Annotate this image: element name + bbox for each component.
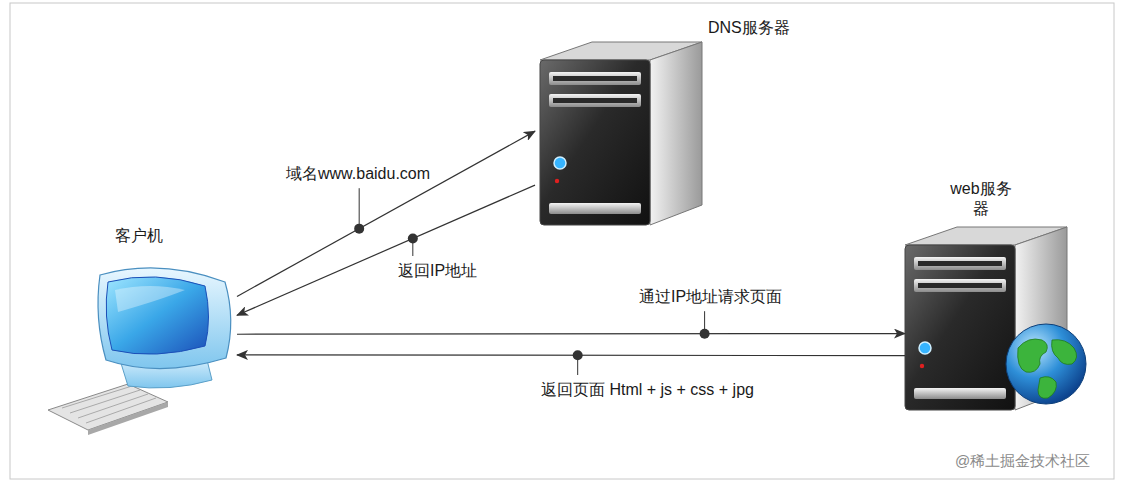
connector-dot [700, 329, 710, 339]
arrow-connector [237, 333, 905, 335]
node-label: DNS服务器 [708, 18, 790, 38]
connector-dot [573, 350, 583, 360]
edge-label: 返回IP地址 [395, 260, 480, 281]
dns-server: DNS服务器 [535, 40, 703, 226]
edge-label: 返回页面 Html + js + css + jpg [538, 379, 757, 400]
node-label: 客户机 [115, 226, 163, 246]
connector-dot [354, 224, 364, 234]
edge-label: 通过IP地址请求页面 [636, 286, 785, 307]
leader-line [359, 188, 360, 228]
arrow-connector [237, 131, 535, 296]
watermark: @稀土掘金技术社区 [955, 452, 1090, 471]
connector-dot [408, 233, 418, 243]
node-label: web服务器 [949, 179, 1013, 219]
arrow-connector [237, 354, 905, 356]
arrow-connector [237, 185, 535, 315]
web-server: web服务器 [905, 225, 1093, 409]
edge-label: 域名www.baidu.com [283, 163, 433, 184]
client-computer: 客户机 [45, 262, 237, 434]
